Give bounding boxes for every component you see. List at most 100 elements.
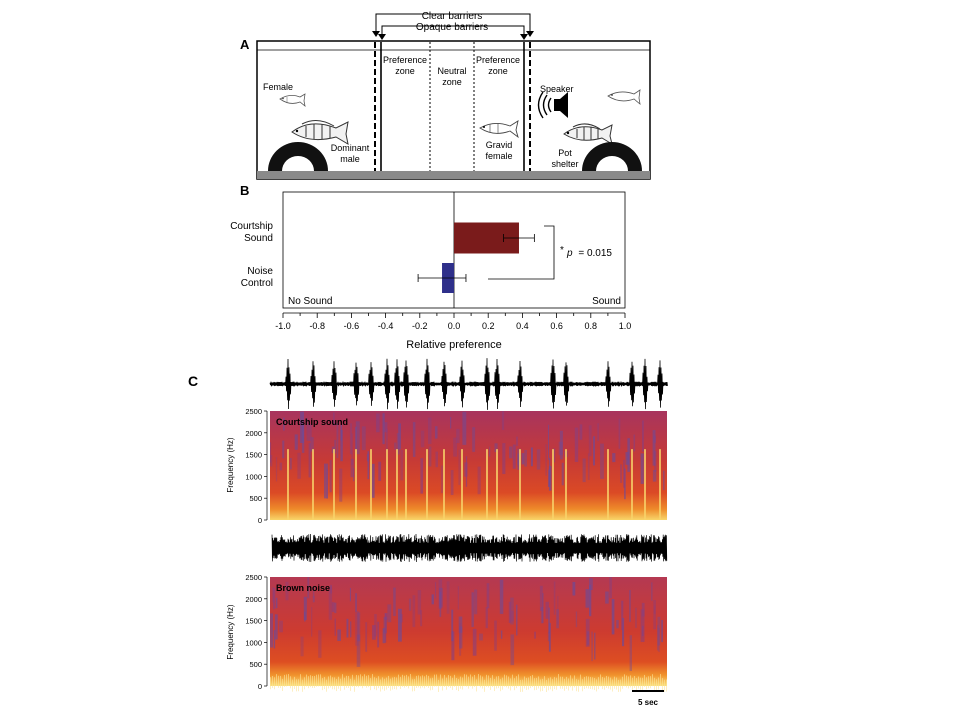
- spectrogram-texture-band: [623, 459, 625, 488]
- spectrogram-texture-band: [657, 625, 659, 651]
- spectrogram-texture-band: [553, 581, 556, 615]
- gravid-female-line1: Gravid: [486, 140, 513, 150]
- spectrogram-texture-band: [553, 448, 556, 463]
- spectrogram-texture-band: [512, 444, 516, 469]
- spectrogram-texture-band: [273, 630, 276, 649]
- clear-barriers-label: Clear barriers: [422, 11, 483, 22]
- x-tick-label: -0.8: [309, 321, 325, 331]
- x-tick-label: -0.4: [378, 321, 394, 331]
- spectrogram-lowfreq-band: [312, 675, 313, 688]
- spectrogram-lowfreq-band: [522, 679, 523, 692]
- spectrogram-lowfreq-band: [524, 676, 525, 689]
- spectrogram-pulse-band: [496, 449, 498, 520]
- spectrogram-lowfreq-band: [276, 674, 277, 687]
- spectrogram-lowfreq-band: [526, 677, 527, 690]
- spectrogram-lowfreq-band: [384, 678, 385, 691]
- spectrogram-texture-band: [642, 420, 644, 452]
- spectrogram-pulse-band: [426, 449, 428, 520]
- spectrogram-lowfreq-band: [504, 674, 505, 687]
- spectrogram-texture-band: [334, 618, 336, 636]
- panel-c-label: C: [188, 373, 198, 389]
- female-label: Female: [263, 82, 293, 92]
- spectrogram-texture-band: [472, 427, 476, 452]
- spectrogram1-ylabel: Frequency (Hz): [226, 437, 235, 492]
- spectrogram-lowfreq-band: [612, 679, 613, 692]
- spectrogram-texture-band: [303, 596, 307, 621]
- spectrogram-lowfreq-band: [550, 677, 551, 690]
- spectrogram-lowfreq-band: [356, 674, 357, 687]
- spectrogram-texture-band: [385, 613, 387, 643]
- speaker-label: Speaker: [540, 84, 574, 94]
- spectrogram-texture-band: [456, 428, 460, 444]
- spectrogram-texture-band: [591, 631, 593, 662]
- spectrogram-texture-band: [311, 607, 313, 637]
- spectrogram-texture-band: [472, 628, 477, 656]
- x-tick-label: 0.2: [482, 321, 495, 331]
- spectrogram-texture-band: [450, 470, 454, 495]
- spectrogram-texture-band: [330, 584, 332, 594]
- spectrogram-pulse-band: [565, 449, 567, 520]
- spectrogram-lowfreq-band: [350, 678, 351, 691]
- spectrogram-lowfreq-band: [448, 675, 449, 688]
- spectrogram-lowfreq-band: [508, 676, 509, 689]
- spectrogram-lowfreq-band: [318, 674, 319, 687]
- spectrogram-lowfreq-band: [490, 677, 491, 690]
- spectrogram-texture-band: [346, 618, 349, 638]
- spectrogram-texture-band: [435, 426, 438, 439]
- spectrogram-texture-band: [307, 424, 312, 441]
- spectrogram-lowfreq-band: [518, 674, 519, 687]
- spectrogram-pulse-band: [370, 449, 372, 520]
- y-tick-label: 1500: [245, 617, 262, 626]
- spectrogram-texture-band: [652, 430, 656, 466]
- pot-shelter-line2: shelter: [551, 159, 578, 169]
- spectrogram-lowfreq-band: [364, 674, 365, 687]
- spectrogram-lowfreq-band: [408, 676, 409, 689]
- spectrogram-texture-band: [398, 608, 402, 642]
- spectrogram2-ylabel: Frequency (Hz): [226, 604, 235, 659]
- x-tick-label: 0.6: [550, 321, 563, 331]
- error-bar-courtship-sound: [503, 234, 535, 242]
- spectrogram-lowfreq-band: [328, 676, 329, 689]
- spectrogram-lowfreq-band: [462, 677, 463, 690]
- spectrogram-texture-band: [439, 591, 442, 617]
- spectrogram-lowfreq-band: [588, 676, 589, 689]
- spectrogram-lowfreq-band: [298, 679, 299, 692]
- spectrogram-lowfreq-band: [402, 674, 403, 687]
- spectrogram-pulse-band: [386, 449, 388, 520]
- spectrogram-lowfreq-band: [304, 677, 305, 690]
- gravid-female-line2: female: [485, 151, 512, 161]
- spectrogram-lowfreq-band: [580, 674, 581, 687]
- brown-noise-label: Brown noise: [276, 583, 330, 593]
- x-tick-label: 0.8: [585, 321, 598, 331]
- dominant-male-line1: Dominant: [331, 143, 370, 153]
- spectrogram-texture-band: [635, 607, 637, 628]
- spectrogram-pulse-band: [607, 449, 609, 520]
- spectrogram-lowfreq-band: [292, 679, 293, 692]
- spectrogram-lowfreq-band: [628, 676, 629, 689]
- courtship-spectrogram: [270, 411, 667, 520]
- spectrogram-lowfreq-band: [548, 678, 549, 691]
- spectrogram-texture-band: [367, 451, 369, 480]
- spectrogram-texture-band: [510, 634, 515, 666]
- spectrogram-texture-band: [633, 434, 636, 452]
- x-tick-label: -0.6: [344, 321, 360, 331]
- spectrogram-lowfreq-band: [438, 679, 439, 692]
- spectrogram-lowfreq-band: [380, 679, 381, 692]
- spectrogram-texture-band: [310, 437, 314, 452]
- spectrogram-pulse-band: [396, 449, 398, 520]
- spectrogram-pulse-band: [631, 449, 633, 520]
- spectrogram-texture-band: [489, 446, 491, 457]
- spectrogram-texture-band: [494, 620, 497, 651]
- spectrogram-lowfreq-band: [622, 676, 623, 689]
- p-value-label: p = 0.015: [566, 248, 612, 259]
- spectrogram-texture-band: [653, 600, 656, 630]
- spectrogram-lowfreq-band: [282, 678, 283, 691]
- spectrogram-pulse-band: [644, 449, 646, 520]
- spectrogram-texture-band: [282, 440, 285, 459]
- spectrogram-texture-band: [350, 621, 352, 638]
- spectrogram-texture-band: [279, 462, 283, 471]
- spectrogram-texture-band: [371, 463, 375, 498]
- spectrogram-lowfreq-band: [334, 677, 335, 690]
